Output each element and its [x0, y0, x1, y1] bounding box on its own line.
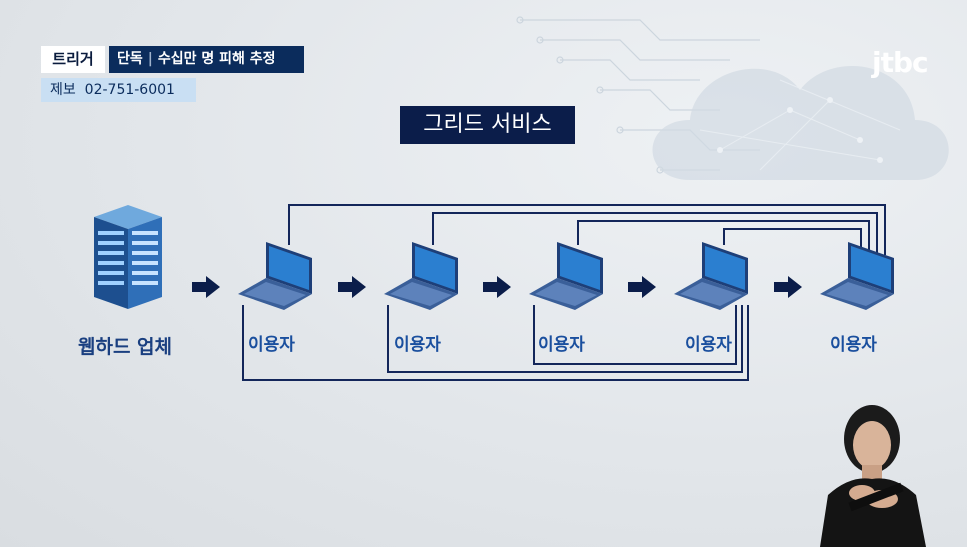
headline-exclusive: 단독 — [117, 51, 143, 67]
source-label: 웹하드 업체 — [78, 336, 173, 358]
headline-text: 수십만 명 피해 추정 — [157, 51, 276, 67]
tip-phone: 02-751-6001 — [84, 82, 175, 98]
right-arrow-icon — [483, 276, 511, 298]
right-arrow-icon — [628, 276, 656, 298]
user-label: 이용자 — [830, 335, 877, 355]
right-arrow-icon — [338, 276, 366, 298]
headline-bar: 단독|수십만 명 피해 추정 — [109, 46, 304, 73]
laptop-icon — [238, 242, 312, 310]
headline-separator: | — [147, 51, 153, 67]
right-arrow-icon — [774, 276, 802, 298]
user-label: 이용자 — [394, 335, 441, 355]
sign-language-interpreter — [820, 405, 926, 547]
cloud-network-icon — [652, 66, 949, 180]
tip-label: 제보 — [50, 82, 76, 98]
server-rack-icon — [94, 205, 162, 309]
laptop-icon — [820, 242, 894, 310]
user-label: 이용자 — [538, 335, 585, 355]
laptop-icon — [674, 242, 748, 310]
laptop-icon — [529, 242, 603, 310]
segment-tag: 트리거 — [41, 46, 105, 73]
user-label: 이용자 — [685, 335, 732, 355]
tip-line: 제보 02-751-6001 — [41, 78, 196, 102]
diagram-title: 그리드 서비스 — [400, 106, 575, 144]
right-arrow-icon — [192, 276, 220, 298]
broadcaster-logo: jtbc — [872, 46, 929, 79]
user-label: 이용자 — [248, 335, 295, 355]
laptop-icon — [384, 242, 458, 310]
